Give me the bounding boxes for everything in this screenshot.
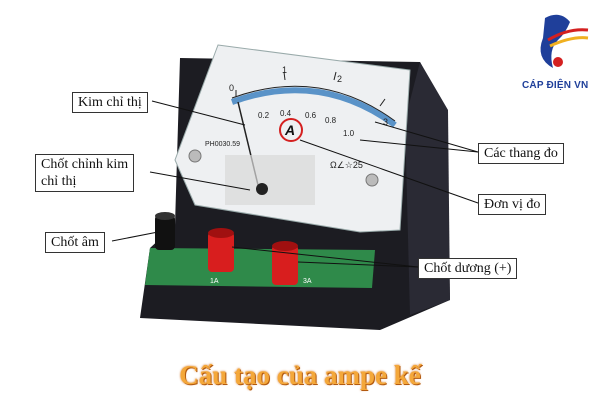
- terminal-label-1a: 1A: [210, 278, 219, 285]
- logo-mark: [540, 14, 589, 69]
- zero-adjust-screw: [256, 183, 268, 195]
- label-negative-terminal: Chốt âm: [45, 232, 105, 253]
- lower-tick-2: 0.4: [280, 109, 292, 118]
- leader-lines: [111, 100, 479, 268]
- unit-symbol: A: [284, 122, 295, 138]
- unit-circle: [279, 118, 303, 142]
- lower-tick-4: 0.8: [325, 116, 337, 125]
- label-zero-adjust-line2: chỉ thị: [41, 174, 77, 189]
- terminal-base: [145, 248, 375, 288]
- label-pointer: Kim chỉ thị: [72, 92, 148, 113]
- scale-arc: [230, 87, 397, 128]
- label-zero-adjust-line1: Chốt chỉnh kim: [41, 157, 129, 172]
- label-unit: Đơn vị đo: [478, 194, 547, 215]
- logo-text: CÁP ĐIỆN VN: [522, 80, 589, 91]
- page-title: Cấu tạo của ampe kế: [179, 360, 421, 390]
- positive-terminal-1a: [208, 232, 234, 272]
- window-cover: [225, 155, 315, 205]
- label-zero-adjust: Chốt chỉnh kim chỉ thị: [35, 154, 135, 192]
- lower-tick-3: 0.6: [305, 111, 317, 120]
- terminal-label-3a: 3A: [303, 278, 312, 285]
- spec-text: Ω∠☆25: [330, 160, 363, 170]
- positive-terminal-3a: [272, 245, 298, 285]
- upper-tick-0: 0: [229, 83, 234, 93]
- label-positive-terminal: Chốt dương (+): [418, 258, 518, 279]
- lower-tick-5: 1.0: [343, 129, 355, 138]
- upper-tick-2: 2: [337, 74, 342, 84]
- negative-terminal: [155, 215, 175, 250]
- upper-tick-3: 3: [383, 117, 388, 127]
- model-text: PH0030.59: [205, 141, 240, 148]
- lower-tick-1: 0.2: [258, 111, 270, 120]
- upper-tick-1: 1: [282, 65, 287, 75]
- label-scales: Các thang đo: [478, 143, 564, 164]
